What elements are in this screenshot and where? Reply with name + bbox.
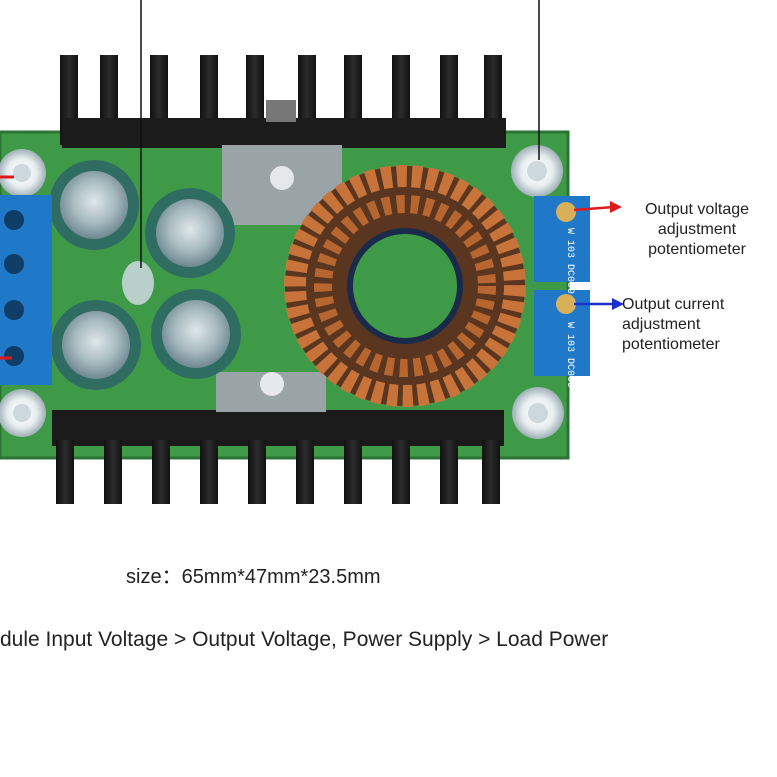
toroid-inductor	[284, 165, 526, 407]
voltage-arrow	[573, 205, 615, 212]
input-terminal-block	[0, 195, 52, 385]
current-pot-label-line-2: adjustment	[622, 316, 701, 333]
bottom-heatsink	[52, 410, 504, 504]
current-pot-label-line-3: potentiometer	[622, 336, 720, 353]
mounting-holes	[0, 145, 564, 439]
top-heatsink	[60, 55, 506, 148]
capacitors	[49, 160, 241, 390]
voltage-pot-label: Output voltage adjustment potentiometer	[622, 200, 772, 260]
current-pot-label-line-1: Output current	[622, 296, 725, 313]
voltage-pot-label-line-1: Output voltage	[644, 201, 750, 218]
voltage-note: dule Input Voltage > Output Voltage, Pow…	[0, 628, 609, 651]
voltage-pot-label-line-2: adjustment	[657, 221, 737, 238]
size-caption: size：65mm*47mm*23.5mm	[126, 566, 381, 588]
pot-marking-bottom: W 103 DC009	[564, 322, 575, 388]
current-pot-label: Output current adjustment potentiometer	[622, 295, 772, 355]
pot-marking-top: W 103 DC009	[564, 228, 575, 294]
voltage-pot-label-line-3: potentiometer	[648, 241, 746, 258]
led	[122, 261, 154, 305]
